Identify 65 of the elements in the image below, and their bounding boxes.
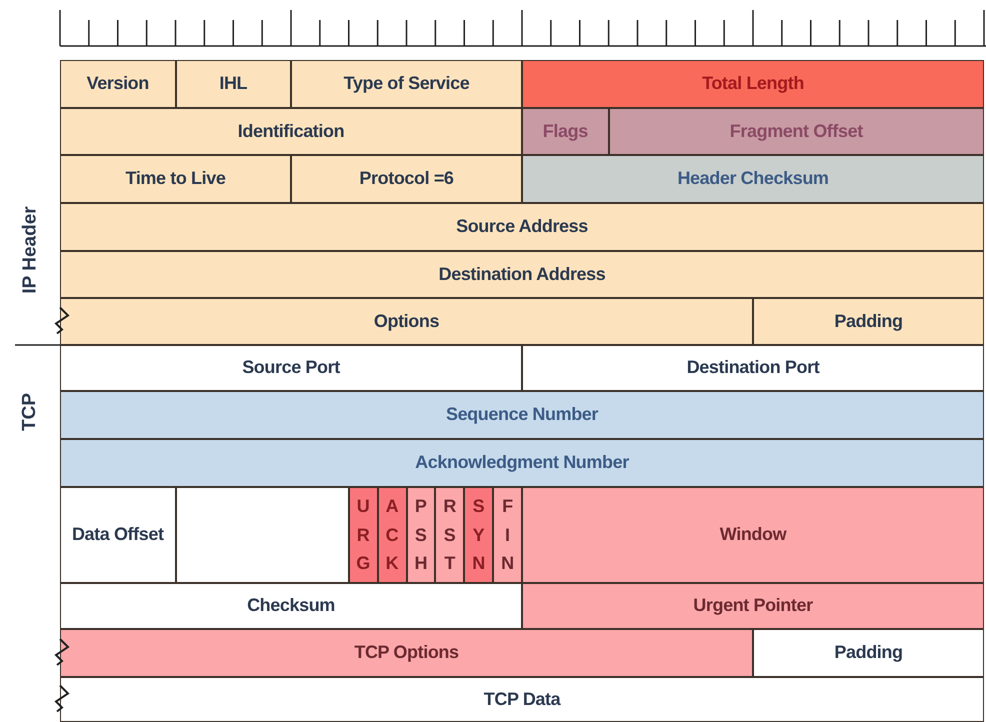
field-name: Version bbox=[86, 73, 149, 95]
flag-name: FIN bbox=[501, 494, 514, 576]
header-field bbox=[60, 583, 522, 629]
flag-name: ACK bbox=[386, 494, 399, 576]
field-name: Time to Live bbox=[126, 168, 226, 190]
header-field bbox=[522, 155, 984, 203]
field-name: Total Length bbox=[702, 73, 804, 95]
header-field bbox=[60, 677, 984, 722]
field-name: Destination Address bbox=[438, 264, 606, 286]
field-name: Destination Port bbox=[686, 357, 820, 379]
flag-name: PSH bbox=[414, 494, 428, 576]
field-name: TCP Options bbox=[354, 642, 459, 664]
header-field bbox=[60, 439, 984, 487]
field-name: Urgent Pointer bbox=[693, 595, 813, 617]
field-name: Source Port bbox=[242, 357, 340, 379]
section-label: IP Header bbox=[19, 206, 42, 294]
header-field bbox=[60, 298, 753, 345]
field-name: Data Offset bbox=[72, 524, 164, 546]
header-field bbox=[60, 251, 984, 298]
field-name: Checksum bbox=[247, 595, 335, 617]
header-field bbox=[291, 60, 522, 108]
header-field bbox=[522, 345, 984, 391]
header-field bbox=[60, 108, 522, 155]
field-name: Flags bbox=[542, 120, 588, 142]
flag-name: RST bbox=[443, 494, 456, 576]
header-field bbox=[753, 629, 984, 677]
header-field bbox=[522, 108, 609, 155]
flag-bit-field bbox=[378, 487, 406, 583]
field-name: Acknowledgment Number bbox=[415, 452, 629, 474]
field-name: TCP Data bbox=[484, 688, 560, 710]
flag-bit-field bbox=[406, 487, 436, 583]
field-name: Type of Service bbox=[344, 73, 470, 95]
flag-name: SYN bbox=[472, 494, 486, 576]
field-name: Header Checksum bbox=[677, 168, 829, 190]
field-name: Protocol =6 bbox=[359, 168, 454, 190]
header-field bbox=[608, 108, 984, 155]
field-name: Padding bbox=[834, 310, 903, 332]
field-name: Identification bbox=[238, 120, 344, 142]
header-field bbox=[60, 155, 291, 203]
header-field bbox=[753, 298, 984, 345]
field-name: Options bbox=[374, 310, 440, 332]
flag-bit-field bbox=[348, 487, 378, 583]
field-name: IHL bbox=[219, 73, 248, 95]
flag-name: URG bbox=[356, 494, 370, 576]
header-field bbox=[291, 155, 522, 203]
section-label: TCP bbox=[19, 393, 41, 431]
header-field bbox=[60, 487, 176, 583]
header-field bbox=[60, 60, 176, 108]
flag-bit-field bbox=[464, 487, 494, 583]
field-name: Sequence Number bbox=[446, 404, 598, 426]
header-field bbox=[522, 583, 984, 629]
header-field bbox=[60, 629, 753, 677]
reserved-field bbox=[176, 487, 349, 583]
header-field bbox=[60, 391, 984, 439]
header-field bbox=[60, 345, 522, 391]
field-name: Source Address bbox=[456, 216, 588, 238]
header-field bbox=[176, 60, 291, 108]
flag-bit-field bbox=[435, 487, 464, 583]
field-name: Padding bbox=[834, 642, 903, 664]
field-name: Window bbox=[720, 524, 786, 546]
header-field bbox=[522, 487, 984, 583]
field-name: Fragment Offset bbox=[730, 120, 863, 142]
header-field bbox=[60, 203, 984, 251]
flag-bit-field bbox=[493, 487, 522, 583]
header-field bbox=[522, 60, 984, 108]
